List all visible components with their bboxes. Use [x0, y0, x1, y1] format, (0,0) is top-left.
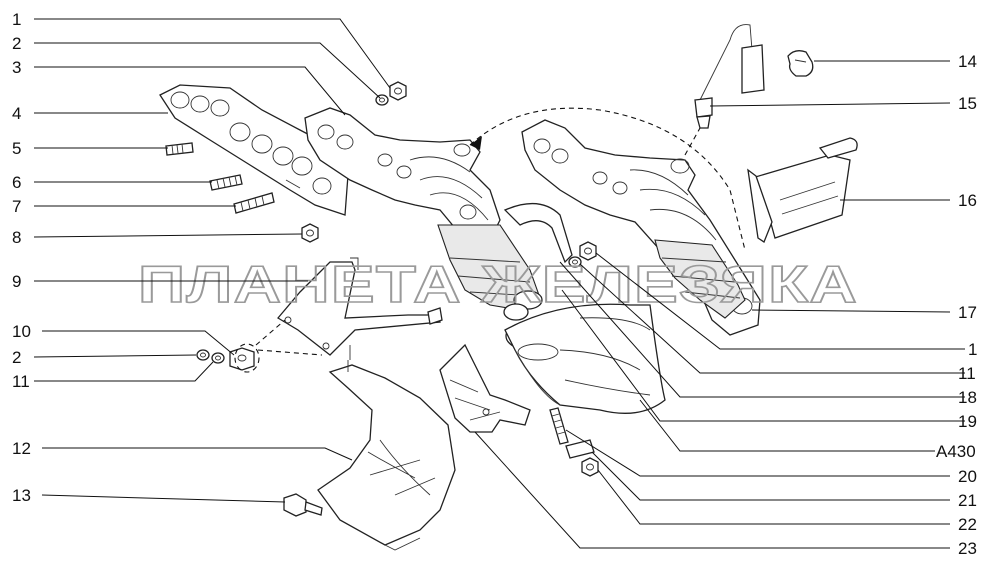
bracket-9	[277, 257, 443, 360]
callout-14: 14	[958, 52, 977, 71]
callout-11-right: 11	[958, 364, 976, 383]
catalyst-left	[437, 224, 543, 311]
exhaust-manifold-right	[521, 119, 761, 336]
heat-shield-23	[439, 343, 531, 433]
nut-1-right	[579, 241, 597, 261]
washer-2-left	[196, 349, 210, 361]
assembly-arrow-manifold	[469, 107, 746, 251]
watermark: ПЛАНЕТА ЖЕЛЕЗЯКА	[138, 256, 858, 314]
callout-1-top: 1	[12, 10, 21, 29]
assembly-arrow-bracket-b	[255, 319, 286, 346]
callout-4: 4	[12, 104, 21, 123]
manifold-gasket	[159, 84, 349, 216]
callout-labels-left: 1 2 3 4 5 6 7 8 9 10 2 11 12 13	[12, 10, 31, 505]
callout-15: 15	[958, 94, 977, 113]
callout-1-right: 1	[968, 340, 977, 359]
callout-7: 7	[12, 197, 21, 216]
callout-21: 21	[958, 491, 977, 510]
callout-17: 17	[958, 303, 977, 322]
callout-8: 8	[12, 228, 21, 247]
callout-23: 23	[958, 539, 977, 558]
stud-20	[549, 407, 569, 445]
stud-5	[165, 142, 194, 156]
callout-11-left: 11	[12, 372, 30, 391]
nut-1-top	[389, 81, 407, 101]
washer-11-right	[568, 256, 582, 268]
callout-22: 22	[958, 515, 977, 534]
stud-7	[233, 192, 275, 214]
clip-14	[787, 50, 814, 77]
callout-20: 20	[958, 467, 977, 486]
callout-labels-right: 14 15 16 17 1 11 18 19 А430 20 21 22 23	[936, 52, 977, 558]
leader-lines	[33, 18, 965, 549]
callout-a430: А430	[936, 442, 976, 461]
stud-6	[209, 174, 243, 191]
callout-5: 5	[12, 139, 21, 158]
callout-16: 16	[958, 191, 977, 210]
callout-18: 18	[958, 388, 977, 407]
callout-3: 3	[12, 58, 21, 77]
callout-12: 12	[12, 439, 31, 458]
arrow-head	[470, 136, 482, 150]
bolt-10	[229, 343, 260, 373]
callout-13: 13	[12, 486, 31, 505]
assembly-arrow-bracket-a	[257, 349, 323, 356]
callout-19: 19	[958, 412, 977, 431]
nut-8	[301, 223, 319, 243]
exhaust-manifold-left	[304, 107, 501, 241]
callout-2-left: 2	[12, 348, 21, 367]
bracket-21	[565, 439, 595, 459]
oxygen-sensor-15	[694, 24, 765, 129]
washer-11-left	[211, 352, 225, 364]
nut-22	[581, 457, 599, 477]
heat-shield-12	[317, 360, 456, 551]
assembly-arrow-sensor	[684, 127, 701, 156]
callout-2-top: 2	[12, 34, 21, 53]
callout-10: 10	[12, 322, 31, 341]
callout-6: 6	[12, 173, 21, 192]
heat-shield-16	[747, 137, 858, 243]
bolt-13	[283, 493, 323, 517]
downpipe-a430	[504, 303, 666, 414]
callout-9: 9	[12, 272, 21, 291]
